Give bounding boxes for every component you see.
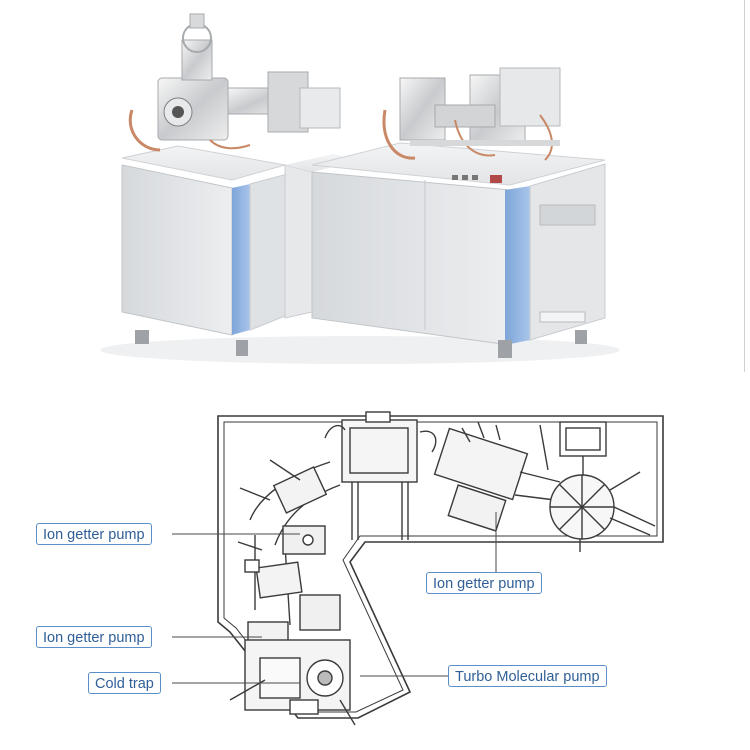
label-turbo-molecular-pump: Turbo Molecular pump <box>448 665 607 687</box>
label-ion-getter-pump-lower: Ion getter pump <box>36 626 152 648</box>
label-ion-getter-pump-left: Ion getter pump <box>36 523 152 545</box>
edge-divider <box>744 0 745 372</box>
right-beamline <box>433 421 656 552</box>
enclosure-outline <box>217 415 664 719</box>
central-chamber <box>324 411 437 540</box>
right-cabinet <box>311 142 606 358</box>
leader-lines <box>172 512 497 684</box>
left-vacuum-assembly <box>128 13 341 152</box>
right-vacuum-assembly <box>382 67 561 161</box>
schematic-drawing <box>172 411 664 726</box>
left-cabinet <box>121 145 296 356</box>
instrument-photo <box>100 13 620 364</box>
lower-pump-assembly <box>229 639 356 726</box>
label-ion-getter-pump-right: Ion getter pump <box>426 572 542 594</box>
label-cold-trap: Cold trap <box>88 672 161 694</box>
left-beamline <box>237 459 341 655</box>
